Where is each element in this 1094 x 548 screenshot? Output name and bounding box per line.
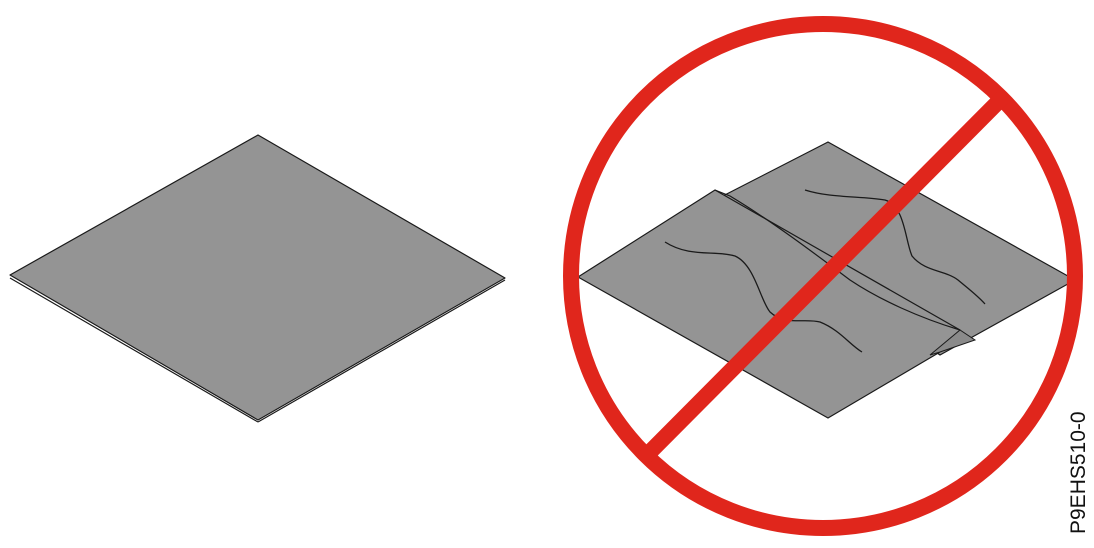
flat-sheet [10,135,505,422]
flat-sheet-surface [10,135,505,420]
figure-id-label: P9EHS510-0 [1067,411,1090,534]
